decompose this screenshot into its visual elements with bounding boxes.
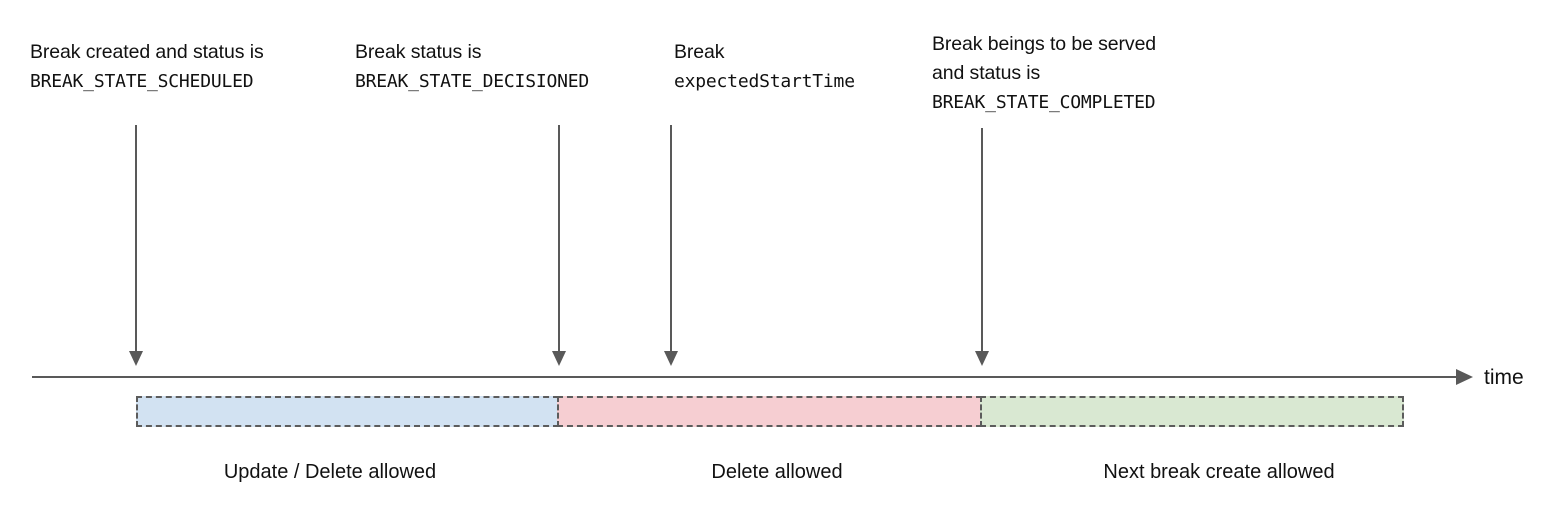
event-label-line1: Break created and status is (30, 41, 264, 63)
arrow-head-down-icon (664, 351, 678, 366)
event-label-break-completed: Break beings to be served and status is … (932, 30, 1156, 117)
event-label-line1: Break (674, 41, 725, 63)
arrow-head-down-icon (975, 351, 989, 366)
phase-bar (136, 396, 1404, 427)
phase-caption-scheduled: Update / Delete allowed (223, 461, 437, 483)
event-label-line2: and status is (932, 62, 1041, 84)
time-axis-label: time (1484, 366, 1524, 389)
phase-caption-decisioned: Delete allowed (711, 461, 843, 483)
arrow-stem (558, 125, 560, 352)
event-label-field-code: expectedStartTime (674, 71, 855, 92)
event-label-break-decisioned: Break status is BREAK_STATE_DECISIONED (355, 38, 589, 96)
event-arrow-break-created (129, 125, 143, 366)
event-label-line1: Break beings to be served (932, 33, 1157, 55)
arrow-stem (670, 125, 672, 352)
event-label-state-code: BREAK_STATE_SCHEDULED (30, 71, 254, 92)
event-label-break-expected-start-time: Break expectedStartTime (674, 38, 855, 96)
phase-caption-completed: Next break create allowed (1103, 461, 1335, 483)
phase-segment-completed (980, 396, 1404, 427)
time-axis-line (32, 376, 1470, 378)
arrow-head-down-icon (552, 351, 566, 366)
arrow-stem (135, 125, 137, 352)
arrow-stem (981, 128, 983, 352)
event-arrow-break-completed (975, 128, 989, 366)
event-arrow-break-decisioned (552, 125, 566, 366)
phase-segment-decisioned (557, 396, 982, 427)
event-label-state-code: BREAK_STATE_COMPLETED (932, 92, 1156, 113)
event-label-break-created: Break created and status is BREAK_STATE_… (30, 38, 264, 96)
event-arrow-break-expected-start-time (664, 125, 678, 366)
arrow-head-down-icon (129, 351, 143, 366)
event-label-line1: Break status is (355, 41, 482, 63)
phase-segment-scheduled (136, 396, 559, 427)
event-label-state-code: BREAK_STATE_DECISIONED (355, 71, 590, 92)
arrow-right-icon (1456, 369, 1473, 385)
